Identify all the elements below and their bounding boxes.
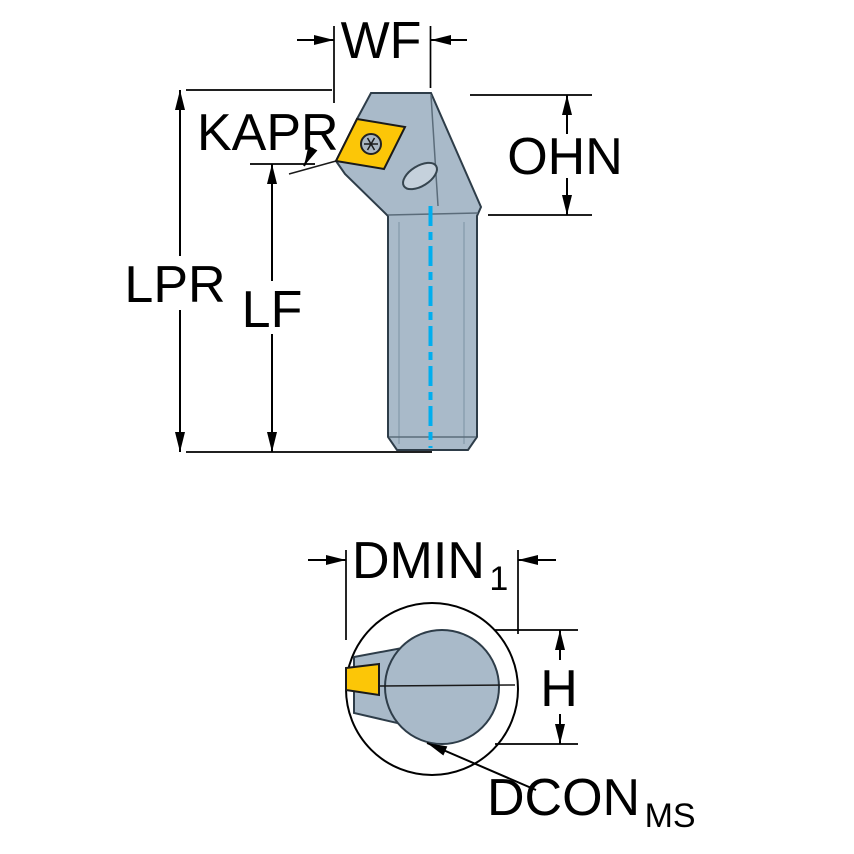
front-view: DMIN 1 H DCON MS [308,532,696,835]
head-shank-junction-line [387,212,479,216]
kapr-leader-arrow [303,145,318,167]
dcon-label-main: DCON [487,769,640,827]
shank-section [384,629,500,745]
kapr-reference-line [288,160,337,175]
dmin-label-subscript: 1 [489,560,508,598]
cutting-insert-front [345,662,380,697]
dcon-leader-arrow [426,742,537,791]
dcon-label: DCON MS [487,769,696,835]
lf-label: LF [242,281,303,339]
side-view: WF KAPR OHN LPR LF [124,12,623,453]
h-label: H [540,660,578,718]
seam-line [378,684,516,687]
dmin-label: DMIN 1 [352,532,508,598]
lpr-label: LPR [124,256,225,314]
ohn-label: OHN [507,128,623,186]
wf-label: WF [341,12,422,70]
screw-torx-line-3 [366,137,376,151]
head-facet-line [430,94,439,207]
kapr-label: KAPR [197,104,339,162]
dmin-label-main: DMIN [352,532,485,590]
dcon-label-subscript: MS [645,797,696,835]
clamp-hole [402,161,438,191]
